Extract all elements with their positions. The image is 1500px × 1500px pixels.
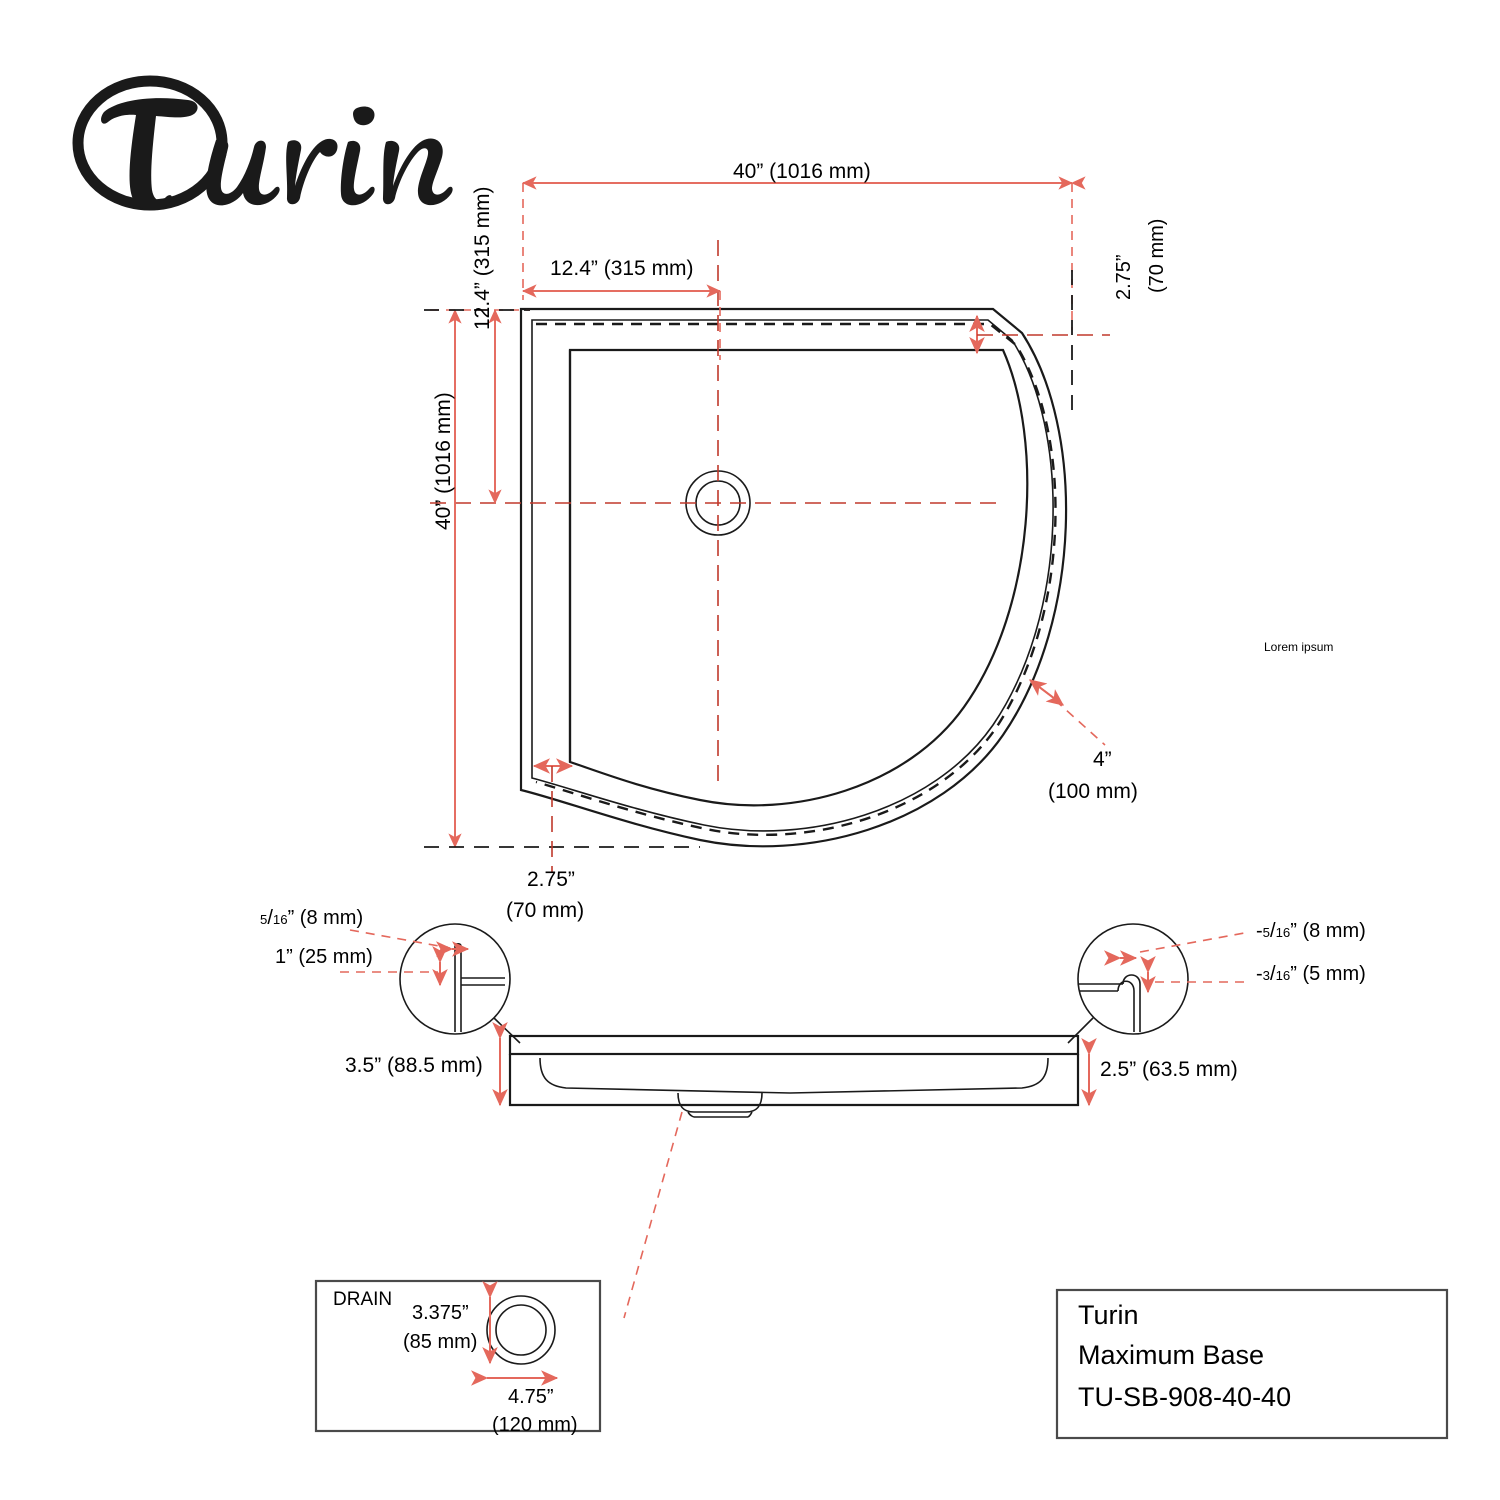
dim-left-inner-label: 12.4” (315 mm) [471, 186, 494, 330]
detail-left-callout-1: 5/16” (8 mm) [260, 907, 364, 929]
plan-centerlines [430, 240, 1000, 790]
drain-detail-label: DRAIN [333, 1289, 393, 1310]
title-block-line-2: Maximum Base [1078, 1340, 1265, 1370]
fraction-denominator: 16 [1275, 968, 1291, 983]
dim-curve-in-label: 4” [1093, 748, 1112, 771]
lorem-ipsum-note: Lorem ipsum [1264, 640, 1334, 654]
title-block-line-3: TU-SB-908-40-40 [1078, 1382, 1292, 1412]
dim-right-flange-mm-label: (70 mm) [1146, 218, 1168, 293]
callout-rest: ” (8 mm) [1290, 920, 1366, 942]
dim-top-overall-label: 40” (1016 mm) [733, 160, 871, 183]
dim-bottom-flange [532, 758, 574, 872]
dim-left-overall [424, 308, 700, 849]
dim-top-inner [521, 284, 722, 360]
callout-rest: ” (5 mm) [1290, 963, 1366, 985]
dim-bottom-flange-mm-label: (70 mm) [506, 899, 585, 922]
turin-script-logo [72, 75, 453, 211]
profile-view [508, 1034, 1080, 1118]
dim-curve-mm-label: (100 mm) [1048, 780, 1138, 803]
dim-profile-right-label: 2.5” (63.5 mm) [1100, 1058, 1238, 1081]
dim-bottom-flange-in-label: 2.75” [527, 868, 575, 891]
fraction-numerator: 5 [260, 912, 268, 927]
drain-dim-width-in: 4.75” [508, 1386, 554, 1408]
drain-leader-line [623, 1111, 683, 1319]
detail-right-callout-2: -3/16” (5 mm) [1256, 963, 1366, 985]
callout-prefix: - [1256, 920, 1263, 942]
fraction-denominator: 16 [1275, 925, 1291, 940]
callout-prefix: - [1256, 963, 1263, 985]
detail-circle-right [1067, 923, 1251, 1044]
drain-dim-height-in: 3.375” [412, 1302, 469, 1324]
dim-left-overall-label: 40” (1016 mm) [432, 392, 455, 530]
detail-left-callout-2: 1” (25 mm) [275, 946, 373, 968]
fraction-numerator: 5 [1262, 925, 1271, 940]
dim-profile-left-label: 3.5” (88.5 mm) [345, 1054, 483, 1077]
dim-right-flange-in-label: 2.75” [1113, 254, 1135, 300]
detail-circle-left [340, 923, 521, 1044]
title-block-frame [1055, 1288, 1449, 1440]
fraction-numerator: 3 [1262, 968, 1271, 983]
dim-right-flange [969, 270, 1110, 420]
callout-rest: ” (8 mm) [287, 907, 364, 929]
drain-dim-height-mm: (85 mm) [403, 1331, 478, 1353]
dim-top-inner-label: 12.4” (315 mm) [550, 257, 694, 280]
title-block-line-1: Turin [1078, 1300, 1139, 1330]
drain-detail-box [314, 1279, 602, 1433]
dim-top-overall [521, 176, 1086, 330]
plan-view-outline [519, 307, 1068, 848]
detail-right-callout-1: -5/16” (8 mm) [1256, 920, 1366, 942]
drain-dim-width-mm: (120 mm) [492, 1414, 578, 1436]
dim-curve-thickness [1029, 679, 1106, 746]
fraction-denominator: 16 [272, 912, 288, 927]
